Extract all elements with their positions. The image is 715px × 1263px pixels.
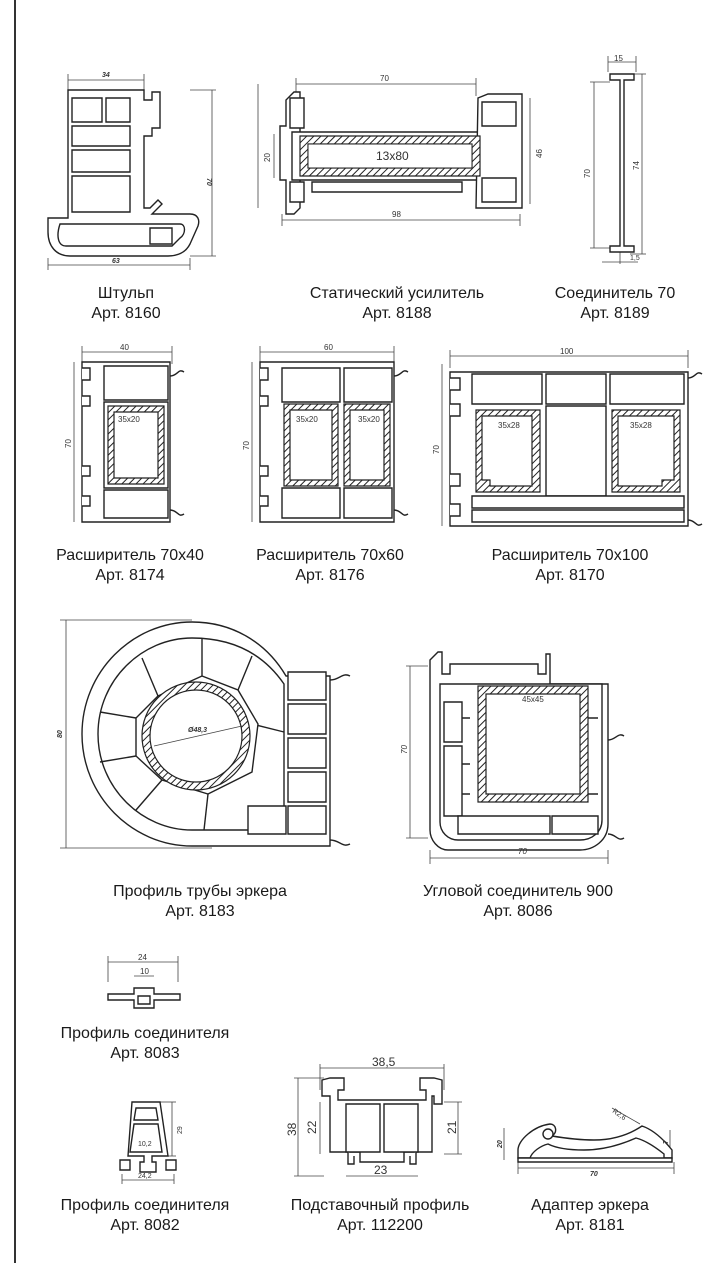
caption-static-reinforcement: Статический усилитель Арт. 8188 [282, 284, 512, 324]
caption-corner-connector: Угловой соединитель 900 Арт. 8086 [408, 882, 628, 922]
drawing-bay-pipe-profile: 80 Ø48,3 [57, 612, 362, 858]
article-number: Арт. 8174 [95, 567, 165, 584]
product-name: Угловой соединитель 900 [423, 883, 613, 900]
dim-label: 10 [140, 967, 149, 976]
article-number: Арт. 8083 [110, 1045, 180, 1062]
caption-bay-pipe-profile: Профиль трубы эркера Арт. 8183 [90, 882, 310, 922]
dim-label: 40 [120, 343, 129, 352]
dim-label: 22 [305, 1120, 319, 1134]
left-margin-rule [14, 0, 16, 1263]
dim-label: 70 [380, 74, 389, 83]
dim-label: 34 [102, 72, 110, 79]
product-name: Соединитель 70 [554, 285, 676, 302]
article-number: Арт. 112200 [337, 1217, 423, 1234]
dim-label: 20 [263, 153, 272, 162]
dim-label: 7 [663, 1139, 670, 1144]
dim-label: 13x80 [376, 149, 409, 163]
caption-connector-70: Соединитель 70 Арт. 8189 [540, 284, 690, 324]
dim-label: 24 [138, 953, 147, 962]
product-name: Профиль трубы эркера [113, 883, 287, 900]
product-name: Расширитель 70х100 [491, 547, 649, 564]
dim-label: 70 [64, 439, 73, 448]
article-number: Арт. 8086 [483, 903, 553, 920]
dim-label: R2,6 [611, 1108, 627, 1122]
drawing-expander-70x40: 40 70 35х20 [64, 343, 195, 530]
dim-label: 45х45 [522, 695, 544, 704]
product-name: Профиль соединителя [60, 1025, 230, 1042]
caption-bay-adapter: Адаптер эркера Арт. 8181 [500, 1196, 680, 1236]
dim-label: 35х20 [358, 415, 380, 424]
article-number: Арт. 8189 [580, 305, 650, 322]
article-number: Арт. 8183 [165, 903, 235, 920]
product-name: Статический усилитель [309, 285, 485, 302]
caption-connector-profile-8083: Профиль соединителя Арт. 8083 [40, 1024, 250, 1064]
drawing-connector-profile-8083: 24 10 [100, 953, 190, 1022]
dim-label: 20 [497, 1140, 504, 1149]
dim-label: 35х20 [296, 415, 318, 424]
drawing-support-profile: 38,5 38 22 21 23 [285, 1055, 474, 1177]
product-name: Штульп [97, 285, 155, 302]
dim-label: 80 [57, 730, 64, 738]
drawing-bay-adapter: 20 7 70 R2,6 [497, 1100, 694, 1178]
product-name: Адаптер эркера [531, 1197, 649, 1214]
dim-label: 29 [177, 1126, 184, 1134]
dim-label: 1,5 [630, 255, 640, 262]
dim-label: 10,2 [138, 1141, 152, 1148]
product-name: Расширитель 70х60 [256, 547, 404, 564]
dim-label: 100 [560, 347, 574, 356]
dim-label: 70 [242, 441, 251, 450]
article-number: Арт. 8082 [110, 1217, 180, 1234]
dim-label: 23 [374, 1163, 388, 1177]
dim-label: 38,5 [372, 1055, 396, 1069]
article-number: Арт. 8181 [555, 1217, 625, 1234]
dim-label: 70 [518, 847, 527, 856]
drawing-shtulp: 34 70 63 [40, 72, 220, 278]
dim-label: 24,2 [138, 1173, 152, 1180]
drawing-connector-profile-8082: 29 10,2 24,2 [100, 1096, 184, 1188]
dim-label: 70 [400, 745, 409, 754]
dim-label: 60 [324, 343, 333, 352]
caption-shtulp: Штульп Арт. 8160 [46, 284, 206, 324]
dim-label: 70 [583, 169, 592, 178]
dim-label: 70 [432, 445, 441, 454]
dim-label: 35х28 [630, 421, 652, 430]
dim-label: 21 [445, 1120, 459, 1134]
drawing-expander-70x100: 100 70 35х28 35х28 [432, 347, 707, 534]
dim-label: 35х20 [118, 415, 140, 424]
article-number: Арт. 8160 [91, 305, 161, 322]
dim-label: 46 [535, 149, 544, 158]
dim-label: 38 [285, 1122, 299, 1136]
caption-support-profile: Подставочный профиль Арт. 112200 [270, 1196, 490, 1236]
product-name: Расширитель 70х40 [56, 547, 204, 564]
caption-expander-70x40: Расширитель 70х40 Арт. 8174 [30, 546, 230, 586]
article-number: Арт. 8176 [295, 567, 365, 584]
caption-connector-profile-8082: Профиль соединителя Арт. 8082 [40, 1196, 250, 1236]
dim-label: 70 [205, 178, 212, 186]
dim-label: 74 [632, 161, 641, 170]
dim-label: 35х28 [498, 421, 520, 430]
drawing-static-reinforcement: 70 20 46 98 13x80 [250, 74, 544, 230]
caption-expander-70x100: Расширитель 70х100 Арт. 8170 [470, 546, 670, 586]
dim-label: 98 [392, 210, 401, 219]
article-number: Арт. 8170 [535, 567, 605, 584]
dim-label: 63 [112, 258, 120, 265]
dim-label: 15 [614, 54, 623, 63]
article-number: Арт. 8188 [362, 305, 432, 322]
dim-label: Ø48,3 [188, 727, 207, 734]
dim-label: 70 [590, 1171, 598, 1178]
drawing-expander-70x60: 60 70 35х20 35х20 [242, 343, 420, 530]
product-name: Профиль соединителя [60, 1197, 230, 1214]
drawing-corner-connector: 70 70 45х45 [400, 644, 638, 866]
product-name: Подставочный профиль [290, 1197, 470, 1214]
caption-expander-70x60: Расширитель 70х60 Арт. 8176 [230, 546, 430, 586]
drawing-connector-70: 15 70 74 1,5 [583, 54, 660, 267]
